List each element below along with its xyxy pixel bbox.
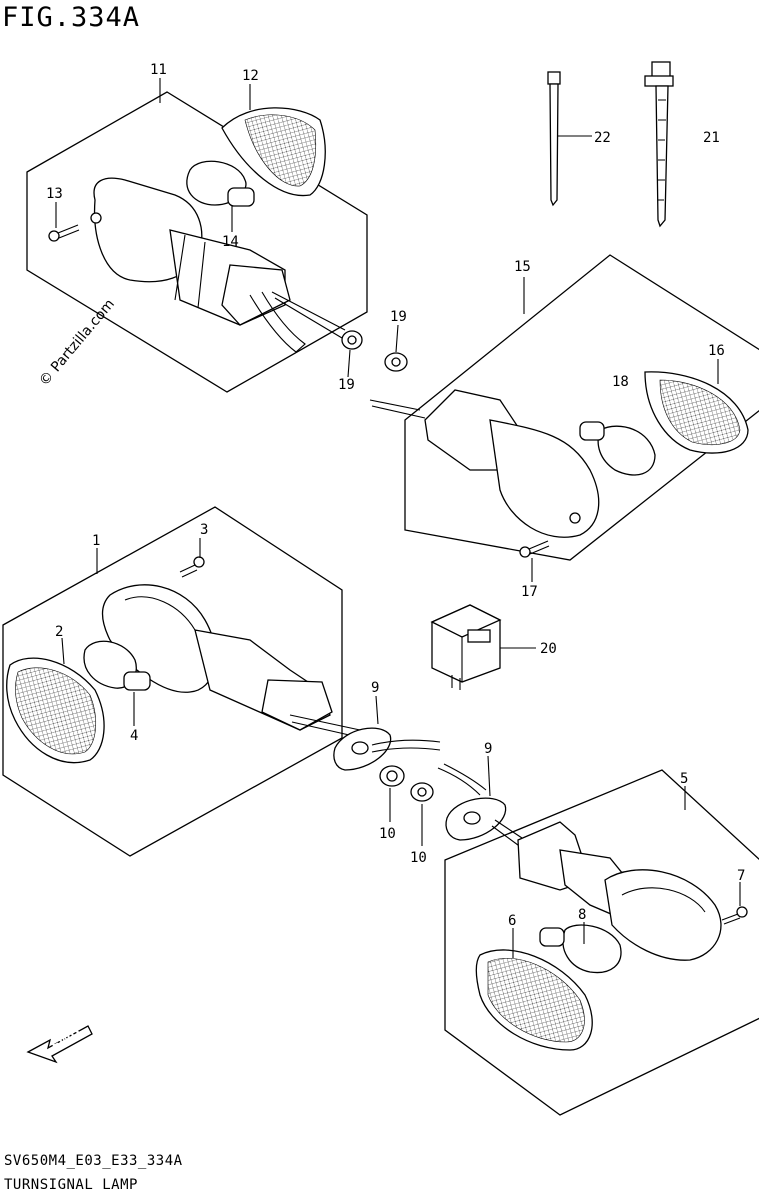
fwd-arrow-icon: FWD: [26, 1025, 93, 1064]
callout-9-right: 9: [484, 741, 492, 757]
bulb-4: [83, 640, 151, 691]
callout-2: 2: [55, 624, 63, 640]
lens-6: [475, 949, 593, 1051]
callout-12: 12: [242, 68, 259, 84]
callout-7: 7: [737, 868, 745, 884]
callout-1: 1: [92, 533, 100, 549]
figure-caption: TURNSIGNAL LAMP: [4, 1177, 138, 1193]
gasket-9-left: [333, 727, 392, 771]
wire-1: [371, 739, 441, 753]
wire-5: [437, 763, 487, 796]
group-box-1: [2, 506, 343, 857]
leader-lines: [55, 78, 741, 958]
wire-11: [249, 291, 306, 353]
bulb-16-lamp: [579, 421, 656, 476]
callout-4: 4: [130, 728, 138, 744]
callout-17: 17: [521, 584, 538, 600]
turn-signal-assembly-15: [369, 389, 600, 538]
nut-10-right: [410, 782, 434, 802]
bulb-14: [186, 160, 255, 207]
callout-10-right: 10: [410, 850, 427, 866]
screw-7: [721, 906, 748, 925]
callout-labels: 11 12 13 14 22 21 15 19 19 16 18 17 1 3 …: [46, 62, 745, 929]
callout-6: 6: [508, 913, 516, 929]
callout-22: 22: [594, 130, 611, 146]
group-box-11: [26, 91, 368, 393]
nut-10-left: [379, 765, 405, 787]
callout-9-left: 9: [371, 680, 379, 696]
callout-10-left: 10: [379, 826, 396, 842]
group-box-5: [444, 769, 759, 1116]
nut-19-right: [384, 352, 408, 372]
turn-signal-assembly-11: [90, 177, 291, 326]
bulb-8: [539, 924, 622, 974]
lens-12: [221, 107, 326, 197]
callout-8: 8: [578, 907, 586, 923]
group-box-15: [404, 254, 759, 561]
callout-14: 14: [222, 234, 239, 250]
callout-21: 21: [703, 130, 720, 146]
callout-20: 20: [540, 641, 557, 657]
figure-title: FIG.334A: [2, 2, 141, 33]
turn-signal-relay-20: [430, 604, 502, 690]
figure-code: SV650M4_E03_E33_334A: [4, 1153, 183, 1169]
callout-5: 5: [680, 771, 688, 787]
cable-tie-21: [644, 61, 674, 228]
callout-3: 3: [200, 522, 208, 538]
turn-signal-assembly-5: [491, 819, 722, 961]
screw-13: [48, 224, 80, 242]
cable-tie-22: [547, 71, 561, 207]
shaft-11: [271, 291, 346, 339]
fwd-label: FWD: [49, 1026, 83, 1053]
lens-16: [644, 371, 749, 454]
callout-19-left: 19: [338, 377, 355, 393]
callout-11: 11: [150, 62, 167, 78]
callout-16: 16: [708, 343, 725, 359]
callout-19-right: 19: [390, 309, 407, 325]
callout-18: 18: [612, 374, 629, 390]
nut-19-left: [341, 330, 363, 350]
gasket-9-right: [445, 797, 507, 841]
screw-3: [179, 556, 205, 578]
turn-signal-assembly-1: [101, 584, 361, 738]
callout-13: 13: [46, 186, 63, 202]
callout-15: 15: [514, 259, 531, 275]
lens-2: [6, 657, 105, 764]
screw-17: [519, 540, 550, 558]
